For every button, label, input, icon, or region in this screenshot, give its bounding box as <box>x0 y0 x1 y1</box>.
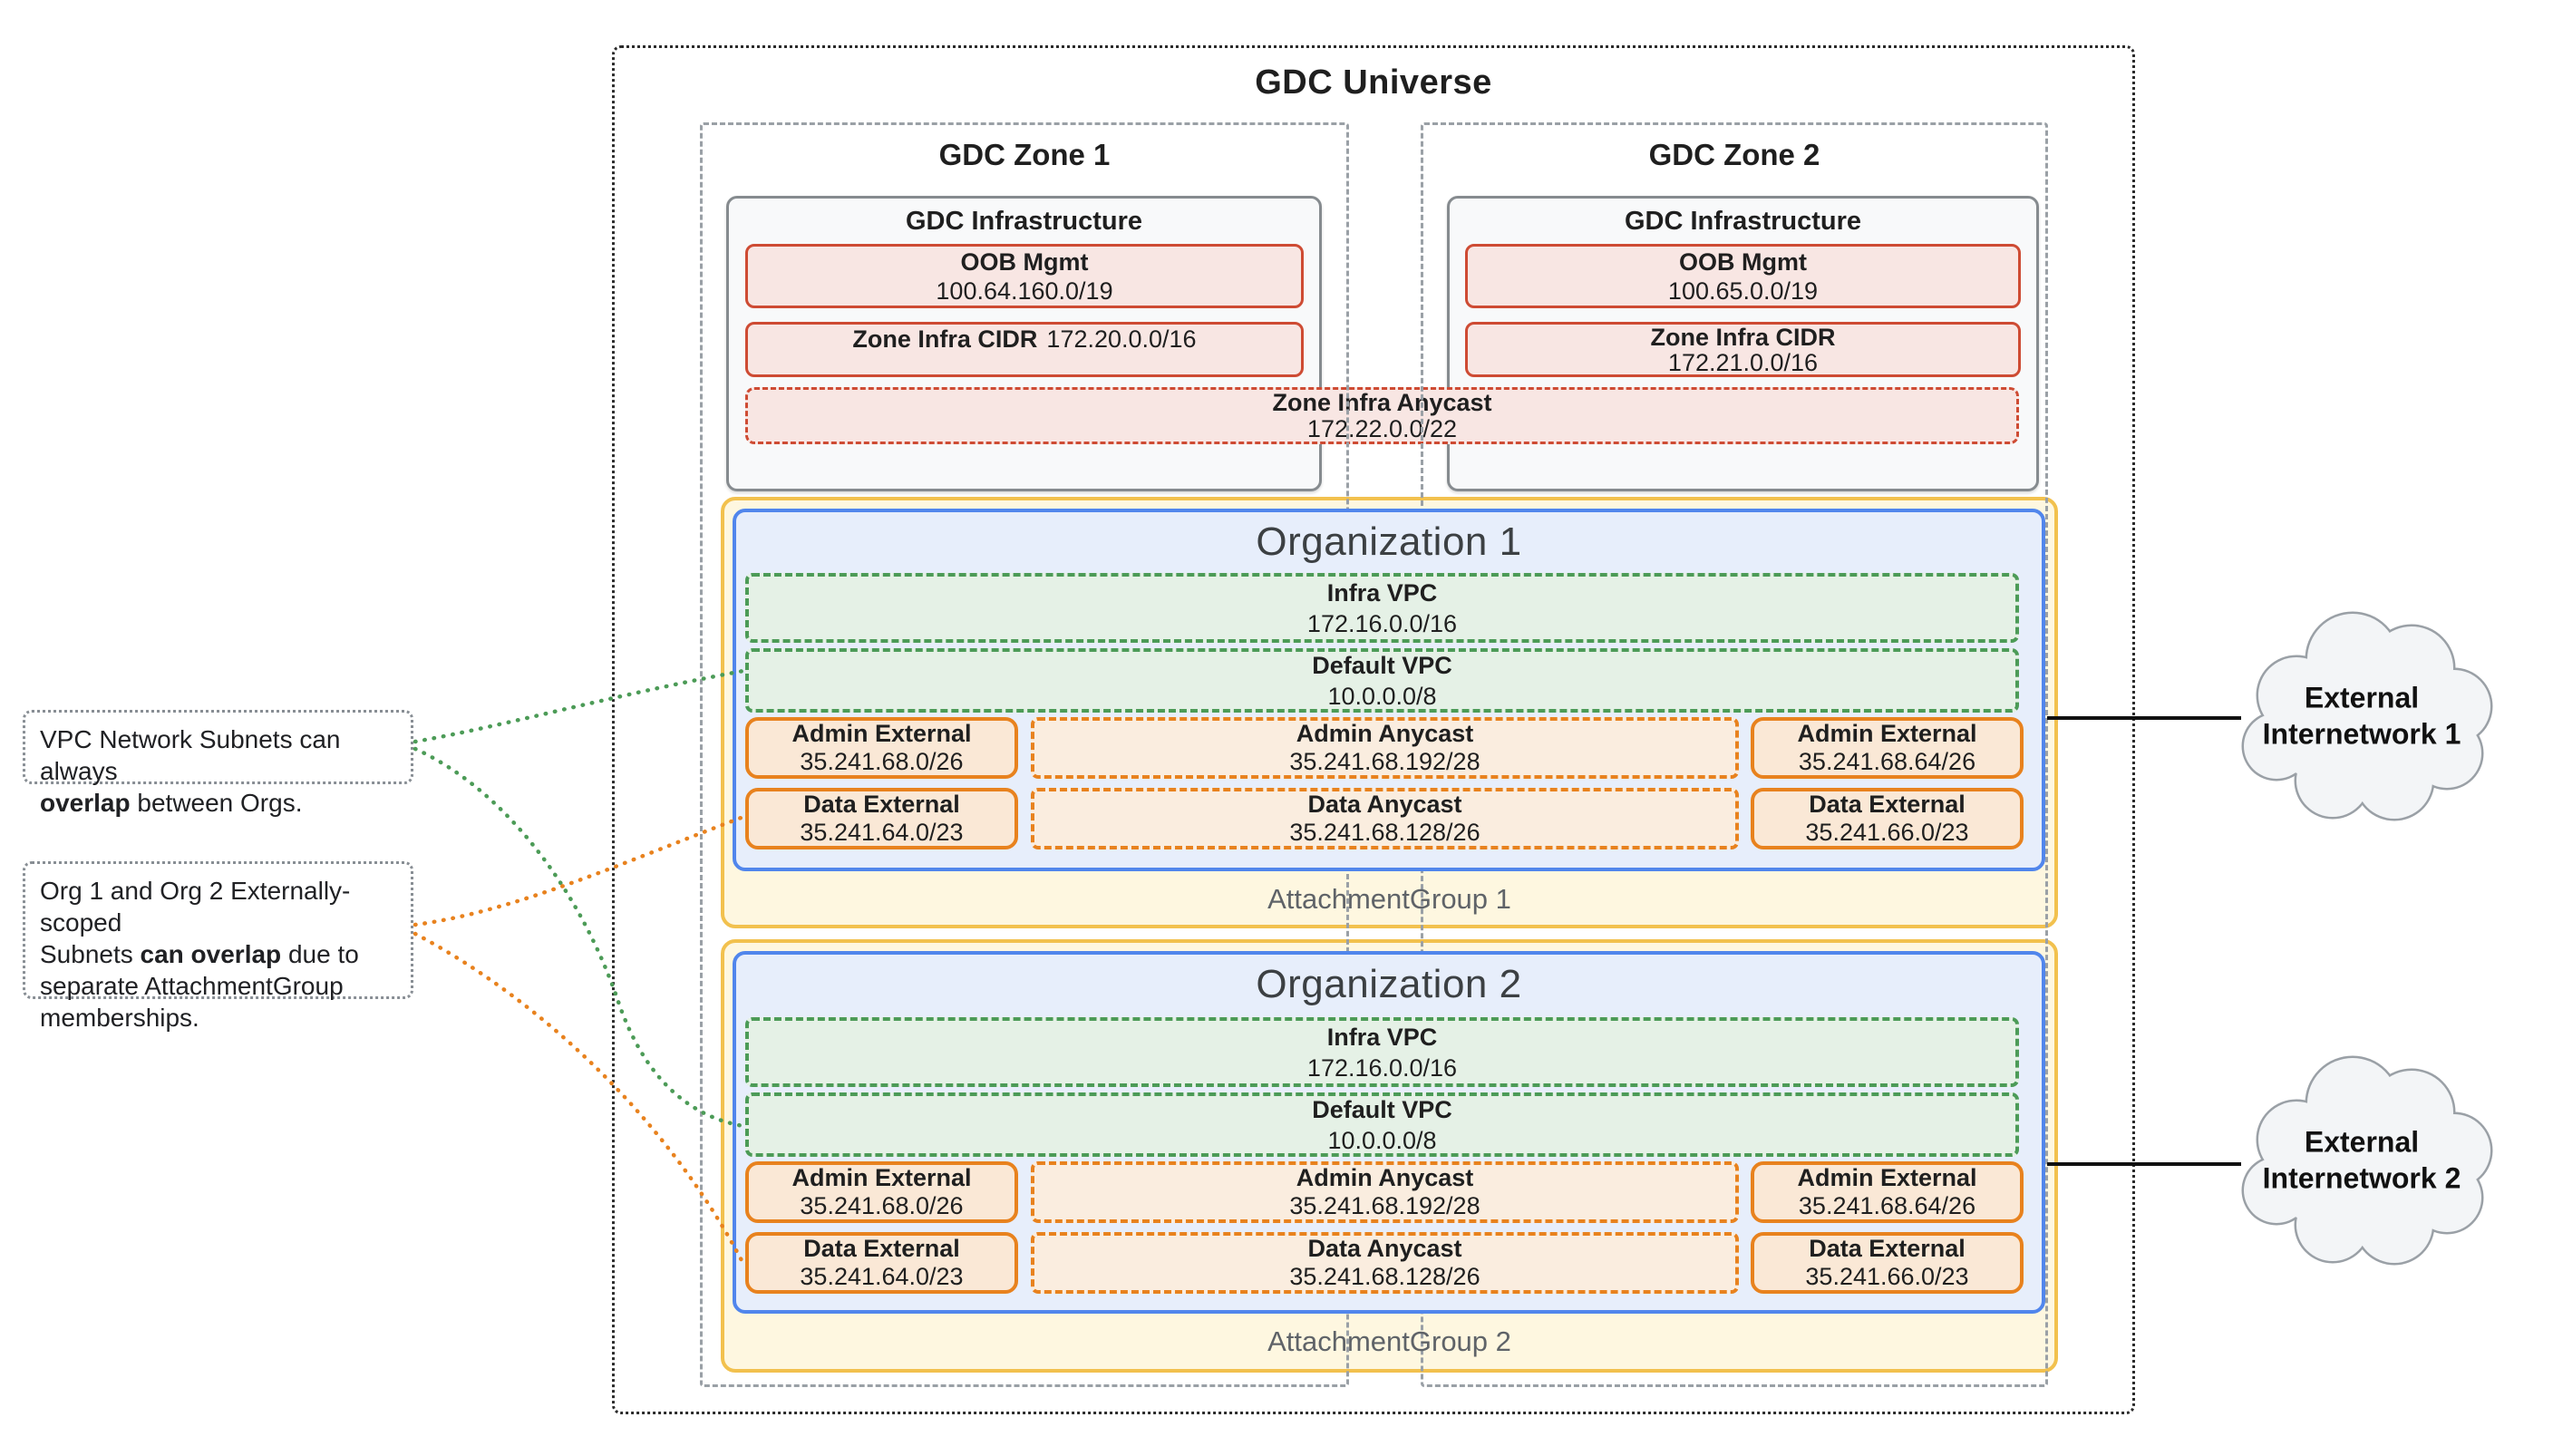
zone-infra-cidr-label-zone1: Zone Infra CIDR <box>852 325 1038 353</box>
organization-1-title: Organization 1 <box>1256 519 1522 564</box>
zone-infra-cidr-value-zone2: 172.21.0.0/16 <box>1667 348 1819 376</box>
subnet-data-external-right-org1: Data External 35.241.66.0/23 <box>1751 788 2024 849</box>
subnet-admin-anycast-org1: Admin Anycast 35.241.68.192/28 <box>1031 717 1739 779</box>
oob-mgmt-label-zone2: OOB Mgmt <box>1679 248 1807 276</box>
subnet-cidr: 35.241.68.128/26 <box>1289 1263 1480 1290</box>
default-vpc-cidr-org1: 10.0.0.0/8 <box>1327 682 1437 710</box>
subnet-label: Admin External <box>791 720 972 747</box>
subnet-data-external-left-org1: Data External 35.241.64.0/23 <box>745 788 1018 849</box>
subnet-data-anycast-org1: Data Anycast 35.241.68.128/26 <box>1031 788 1739 849</box>
default-vpc-box-org2: Default VPC 10.0.0.0/8 <box>745 1092 2019 1157</box>
subnet-label: Data External <box>1809 1235 1966 1262</box>
subnet-label: Admin Anycast <box>1296 1164 1474 1191</box>
external-internetwork-1-cloud: External Internetwork 1 <box>2226 603 2498 831</box>
cloud-icon <box>2241 1055 2493 1266</box>
subnet-label: Data External <box>803 791 960 818</box>
infrastructure-title-zone2: GDC Infrastructure <box>1624 207 1862 236</box>
oob-mgmt-cidr-zone1: 100.64.160.0/19 <box>936 277 1113 305</box>
infra-vpc-cidr-org2: 172.16.0.0/16 <box>1306 1053 1458 1082</box>
subnet-cidr: 35.241.68.128/26 <box>1289 819 1480 846</box>
default-vpc-cidr-org2: 10.0.0.0/8 <box>1327 1126 1437 1154</box>
zone-infra-cidr-label-zone2: Zone Infra CIDR <box>1650 323 1836 351</box>
infra-vpc-box-org2: Infra VPC 172.16.0.0/16 <box>745 1017 2019 1087</box>
oob-mgmt-label-zone1: OOB Mgmt <box>960 248 1089 276</box>
zone-infra-cidr-box-zone2: Zone Infra CIDR 172.21.0.0/16 <box>1465 322 2021 377</box>
subnet-admin-anycast-org2: Admin Anycast 35.241.68.192/28 <box>1031 1161 1739 1223</box>
default-vpc-box-org1: Default VPC 10.0.0.0/8 <box>745 648 2019 713</box>
infra-vpc-label-org2: Infra VPC <box>1326 1023 1438 1051</box>
note-vpc-overlap: VPC Network Subnets can always overlap b… <box>23 710 413 817</box>
subnet-data-external-right-org2: Data External 35.241.66.0/23 <box>1751 1232 2024 1294</box>
external-internetwork-2-cloud: External Internetwork 2 <box>2226 1047 2498 1276</box>
cloud-text-line1: External <box>2304 1125 2420 1159</box>
attachment-group-2-label: AttachmentGroup 2 <box>1267 1325 1511 1357</box>
external-internetwork-2-label: External Internetwork 2 <box>2226 1123 2498 1196</box>
infrastructure-title-zone1: GDC Infrastructure <box>905 207 1143 236</box>
subnet-label: Data External <box>1809 791 1966 818</box>
subnet-label: Admin External <box>1797 720 1977 747</box>
subnet-label: Admin Anycast <box>1296 720 1474 747</box>
subnet-label: Admin External <box>791 1164 972 1191</box>
organization-2-title: Organization 2 <box>1256 962 1522 1006</box>
subnet-cidr: 35.241.64.0/23 <box>800 1263 964 1290</box>
cloud-icon <box>2241 611 2493 821</box>
subnet-cidr: 35.241.64.0/23 <box>800 819 964 846</box>
gdc-universe-title: GDC Universe <box>1255 63 1492 102</box>
cloud-text-line2: Internetwork 1 <box>2262 717 2461 751</box>
default-vpc-label-org1: Default VPC <box>1312 651 1452 679</box>
gdc-zone-2-title: GDC Zone 2 <box>1648 138 1820 171</box>
subnet-cidr: 35.241.68.0/26 <box>800 1192 964 1219</box>
subnet-cidr: 35.241.68.192/28 <box>1289 748 1480 775</box>
oob-mgmt-cidr-zone2: 100.65.0.0/19 <box>1667 277 1819 305</box>
subnet-data-anycast-org2: Data Anycast 35.241.68.128/26 <box>1031 1232 1739 1294</box>
subnet-admin-external-right-org1: Admin External 35.241.68.64/26 <box>1751 717 2024 779</box>
infra-vpc-label-org1: Infra VPC <box>1326 578 1438 607</box>
subnet-data-external-left-org2: Data External 35.241.64.0/23 <box>745 1232 1018 1294</box>
subnet-admin-external-right-org2: Admin External 35.241.68.64/26 <box>1751 1161 2024 1223</box>
subnet-admin-external-left-org2: Admin External 35.241.68.0/26 <box>745 1161 1018 1223</box>
subnet-cidr: 35.241.66.0/23 <box>1805 1263 1969 1290</box>
zone-infra-anycast-box: Zone Infra Anycast 172.22.0.0/22 <box>745 387 2019 444</box>
cloud-text-line2: Internetwork 2 <box>2262 1161 2461 1195</box>
subnet-label: Data External <box>803 1235 960 1262</box>
gdc-zone-1-title: GDC Zone 1 <box>938 138 1111 171</box>
zone-infra-cidr-value-zone1: 172.20.0.0/16 <box>1046 325 1197 353</box>
subnet-cidr: 35.241.66.0/23 <box>1805 819 1969 846</box>
note-externally-scoped-overlap: Org 1 and Org 2 Externally-scoped Subnet… <box>23 861 413 1032</box>
external-internetwork-1-label: External Internetwork 1 <box>2226 679 2498 752</box>
subnet-cidr: 35.241.68.64/26 <box>1798 1192 1976 1219</box>
oob-mgmt-box-zone1: OOB Mgmt 100.64.160.0/19 <box>745 244 1304 308</box>
zone-infra-anycast-label: Zone Infra Anycast <box>1272 388 1492 416</box>
subnet-label: Data Anycast <box>1307 791 1462 818</box>
cloud-text-line1: External <box>2304 681 2420 714</box>
infra-vpc-cidr-org1: 172.16.0.0/16 <box>1306 609 1458 637</box>
subnet-label: Admin External <box>1797 1164 1977 1191</box>
infra-vpc-box-org1: Infra VPC 172.16.0.0/16 <box>745 573 2019 643</box>
subnet-label: Data Anycast <box>1307 1235 1462 1262</box>
subnet-cidr: 35.241.68.192/28 <box>1289 1192 1480 1219</box>
zone-infra-anycast-cidr: 172.22.0.0/22 <box>1306 414 1458 442</box>
subnet-admin-external-left-org1: Admin External 35.241.68.0/26 <box>745 717 1018 779</box>
default-vpc-label-org2: Default VPC <box>1312 1095 1452 1123</box>
zone-infra-cidr-box-zone1: Zone Infra CIDR 172.20.0.0/16 <box>745 322 1304 377</box>
attachment-group-1-label: AttachmentGroup 1 <box>1267 883 1511 915</box>
oob-mgmt-box-zone2: OOB Mgmt 100.65.0.0/19 <box>1465 244 2021 308</box>
subnet-cidr: 35.241.68.0/26 <box>800 748 964 775</box>
subnet-cidr: 35.241.68.64/26 <box>1798 748 1976 775</box>
